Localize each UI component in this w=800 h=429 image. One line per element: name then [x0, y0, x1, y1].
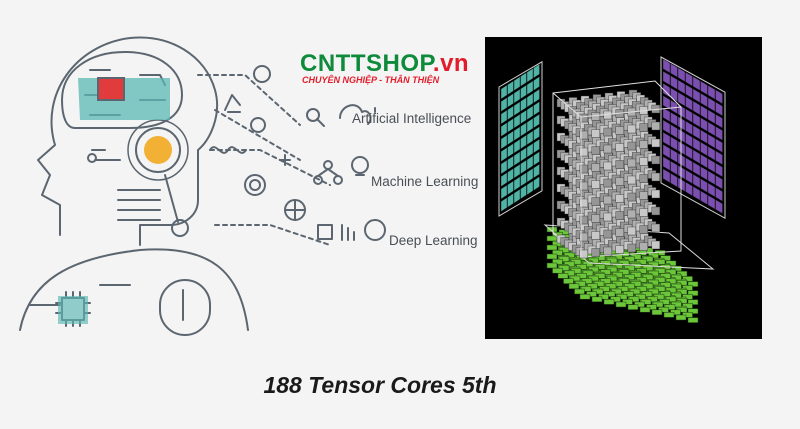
logo-suffix-text: .vn	[432, 50, 470, 77]
head-outline	[37, 36, 219, 246]
label-deep-learning: Deep Learning	[389, 233, 478, 248]
label-artificial-intelligence: Artificial Intelligence	[352, 111, 472, 126]
right-matrix-purple	[660, 56, 726, 220]
brain-outline	[61, 51, 183, 129]
left-matrix-teal	[498, 60, 543, 217]
ai-head-illustration	[19, 36, 386, 336]
label-machine-learning: Machine Learning	[371, 174, 479, 189]
caption-text: 188 Tensor Cores 5th	[263, 372, 497, 398]
cnttshop-logo[interactable]: CNTTSHOP.vn CHUYÊN NGHIỆP - THÂN THIỆN	[300, 50, 490, 90]
logo-brand-text: CNTTSHOP	[300, 50, 433, 77]
chip-icon	[97, 77, 125, 101]
tensor-core-graphic	[485, 37, 762, 339]
body-outline	[19, 248, 249, 331]
logo-tagline: CHUYÊN NGHIỆP - THÂN THIỆN	[302, 75, 440, 85]
center-cube-gray	[552, 80, 682, 259]
